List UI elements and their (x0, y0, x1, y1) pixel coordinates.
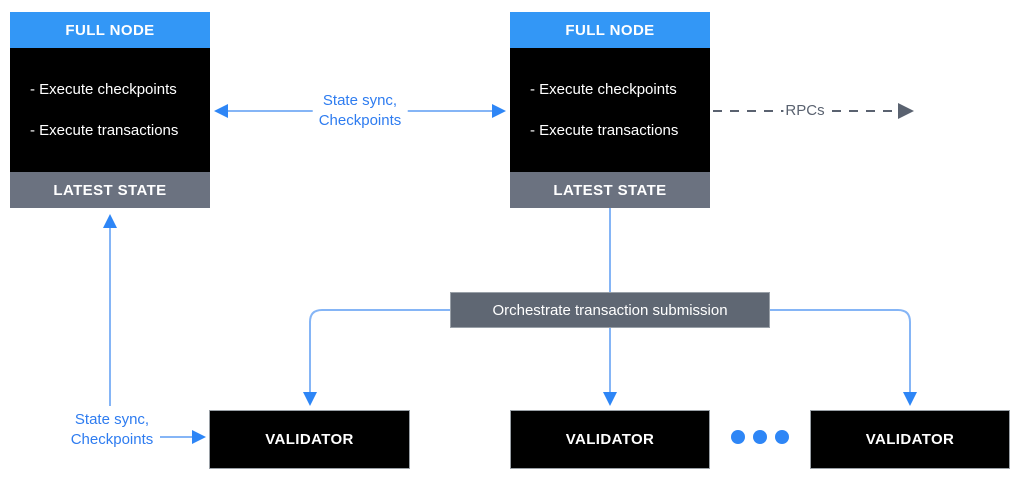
orchestrator-to-left-validator-arrow (303, 309, 450, 406)
validator-box-middle: VALIDATOR (510, 410, 710, 469)
full-node-right-header: FULL NODE (510, 12, 710, 48)
state-sync-to-validator-arrow (160, 430, 206, 444)
full-node-left-header: FULL NODE (10, 12, 210, 48)
full-node-right-body: - Execute checkpoints - Execute transact… (510, 48, 710, 172)
orchestrator-box: Orchestrate transaction submission (450, 292, 770, 328)
state-sync-top-label: State sync, Checkpoints (312, 91, 408, 131)
full-node-left: FULL NODE - Execute checkpoints - Execut… (10, 12, 210, 208)
full-node-left-item: - Execute transactions (30, 122, 179, 139)
orchestrator-to-middle-validator-arrow (603, 328, 617, 406)
full-node-left-body: - Execute checkpoints - Execute transact… (10, 48, 210, 172)
validator-box-right: VALIDATOR (810, 410, 1010, 469)
full-node-right-item: - Execute checkpoints (530, 81, 677, 98)
ellipsis-dots (731, 430, 789, 444)
state-sync-bottom-label: State sync, Checkpoints (70, 411, 154, 448)
validator-box-left: VALIDATOR (209, 410, 410, 469)
validator-to-fullnode-up-arrow (103, 214, 117, 406)
rpcs-label: RPCs (783, 102, 827, 120)
full-node-left-footer: LATEST STATE (10, 172, 210, 208)
full-node-left-item: - Execute checkpoints (30, 81, 177, 98)
full-node-right-footer: LATEST STATE (510, 172, 710, 208)
full-node-right-item: - Execute transactions (530, 122, 679, 139)
full-node-right: FULL NODE - Execute checkpoints - Execut… (510, 12, 710, 208)
orchestrator-to-right-validator-arrow (770, 309, 917, 406)
